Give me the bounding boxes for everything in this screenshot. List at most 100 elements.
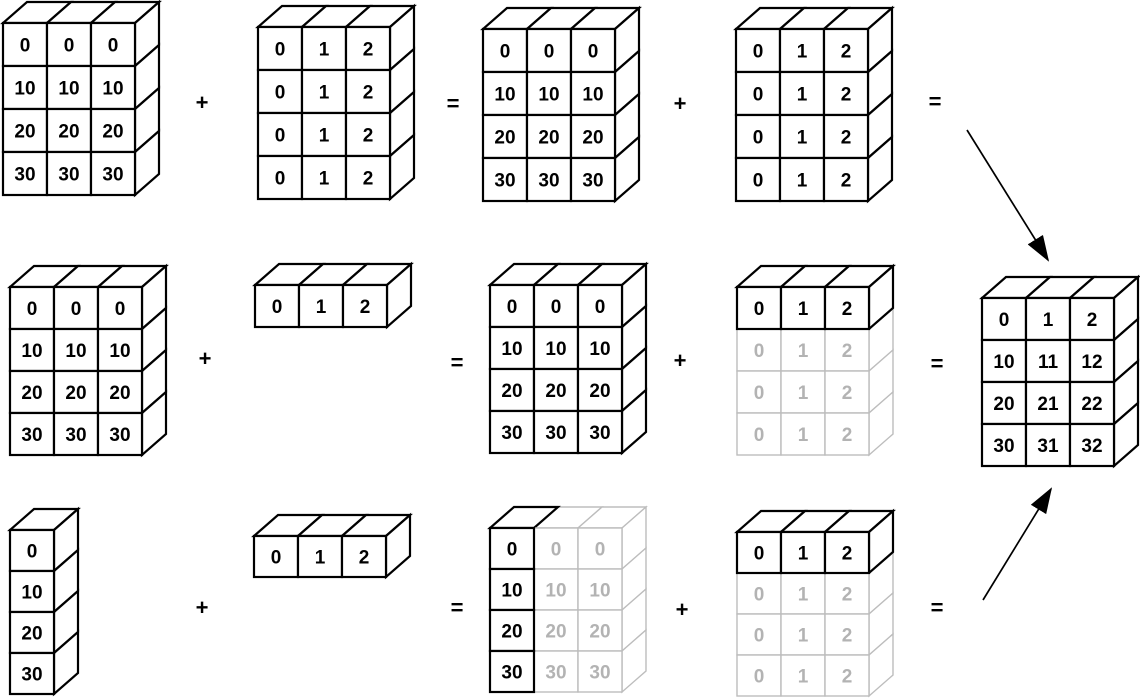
cell-value: 0 bbox=[551, 540, 562, 561]
cell-value: 1 bbox=[798, 667, 809, 688]
cell-value: 0 bbox=[275, 126, 286, 147]
cell-value: 0 bbox=[20, 36, 31, 57]
cell-value: 10 bbox=[21, 583, 42, 604]
array-cell bbox=[735, 530, 783, 575]
cell-value: 30 bbox=[589, 423, 610, 444]
cell-value: 2 bbox=[842, 544, 853, 565]
array-cell bbox=[980, 338, 1028, 384]
array-cell bbox=[532, 325, 580, 371]
array-cell bbox=[1024, 380, 1072, 426]
cell-value: 2 bbox=[363, 126, 374, 147]
array-cell bbox=[1, 64, 49, 111]
array-cell bbox=[822, 156, 870, 203]
cell-value: 30 bbox=[993, 436, 1014, 457]
cell-value: 10 bbox=[589, 581, 610, 602]
cell-value: 0 bbox=[753, 42, 764, 63]
cell-value: 0 bbox=[115, 299, 126, 320]
plus-operator: + bbox=[674, 91, 687, 116]
cell-value: 30 bbox=[494, 171, 515, 192]
cell-value: 0 bbox=[551, 297, 562, 318]
array-cell bbox=[569, 113, 617, 160]
cell-value: 2 bbox=[841, 128, 852, 149]
cell-value: 1 bbox=[319, 169, 330, 190]
array-cell bbox=[89, 150, 137, 197]
cell-value: 12 bbox=[1081, 352, 1102, 373]
cell-value: 30 bbox=[538, 171, 559, 192]
equals-operator: = bbox=[931, 595, 944, 620]
cell-value: 10 bbox=[494, 85, 515, 106]
cell-value: 0 bbox=[507, 540, 518, 561]
plus-operator: + bbox=[676, 597, 689, 622]
array-cell bbox=[532, 409, 580, 455]
cell-value: 2 bbox=[1087, 310, 1098, 331]
cell-value: 0 bbox=[71, 299, 82, 320]
cell-value: 20 bbox=[545, 381, 566, 402]
cell-value: 0 bbox=[754, 544, 765, 565]
cell-value: 0 bbox=[27, 542, 38, 563]
cell-value: 1 bbox=[797, 128, 808, 149]
cell-value: 32 bbox=[1081, 436, 1102, 457]
cell-value: 0 bbox=[272, 297, 283, 318]
array-cell bbox=[1068, 380, 1116, 426]
cell-value: 2 bbox=[842, 667, 853, 688]
cell-value: 10 bbox=[65, 341, 86, 362]
array-cell bbox=[824, 654, 870, 697]
cell-value: 30 bbox=[102, 165, 123, 186]
cell-value: 1 bbox=[315, 548, 326, 569]
cell-value: 30 bbox=[589, 663, 610, 684]
array-cell bbox=[736, 328, 782, 372]
cell-value: 2 bbox=[363, 169, 374, 190]
cell-value: 10 bbox=[102, 79, 123, 100]
cell-value: 10 bbox=[109, 341, 130, 362]
cell-value: 10 bbox=[501, 339, 522, 360]
array-cell bbox=[256, 68, 304, 115]
array-cell bbox=[525, 113, 573, 160]
cell-value: 2 bbox=[841, 171, 852, 192]
array-cell bbox=[824, 572, 870, 615]
cell-value: 0 bbox=[754, 341, 765, 362]
cell-value: 30 bbox=[14, 165, 35, 186]
array-cell bbox=[481, 70, 529, 117]
array-cell bbox=[824, 613, 870, 656]
equals-operator: = bbox=[451, 350, 464, 375]
array-cell bbox=[577, 650, 623, 693]
array-cell bbox=[780, 613, 826, 656]
cell-value: 2 bbox=[842, 425, 853, 446]
cell-value: 1 bbox=[319, 40, 330, 61]
cell-value: 10 bbox=[582, 85, 603, 106]
cell-value: 1 bbox=[797, 171, 808, 192]
cell-value: 1 bbox=[798, 299, 809, 320]
arrow-to-result-from-row3 bbox=[982, 487, 1053, 601]
cell-value: 31 bbox=[1037, 436, 1059, 457]
cell-value: 0 bbox=[753, 171, 764, 192]
cell-value: 20 bbox=[582, 128, 603, 149]
cell-value: 2 bbox=[842, 626, 853, 647]
equals-operator: = bbox=[931, 351, 944, 376]
cell-value: 0 bbox=[588, 42, 599, 63]
cell-value: 30 bbox=[58, 165, 79, 186]
array-cell bbox=[576, 325, 624, 371]
cell-value: 10 bbox=[993, 352, 1014, 373]
cell-value: 1 bbox=[319, 83, 330, 104]
array-cell bbox=[525, 27, 573, 74]
cell-value: 2 bbox=[842, 585, 853, 606]
cell-value: 10 bbox=[21, 341, 42, 362]
array-cell bbox=[533, 527, 579, 570]
array-cell bbox=[532, 367, 580, 413]
array-cell bbox=[8, 610, 56, 655]
array-cell bbox=[778, 27, 826, 74]
array-cell bbox=[576, 367, 624, 413]
array-cell bbox=[45, 64, 93, 111]
array-cell bbox=[256, 154, 304, 201]
array-cell bbox=[8, 327, 56, 373]
array-cell bbox=[576, 409, 624, 455]
cell-value: 1 bbox=[319, 126, 330, 147]
array-cell bbox=[488, 649, 536, 694]
